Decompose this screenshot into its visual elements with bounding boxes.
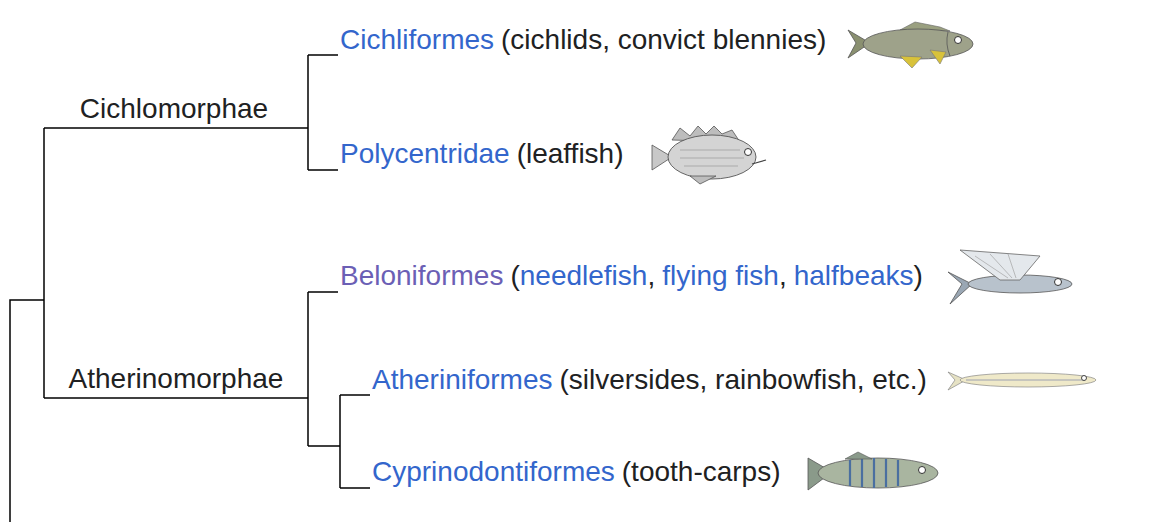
branch-junction [339,395,341,488]
tree-branches [10,55,370,522]
common-names: (tooth-carps) [622,456,781,488]
leaf-branch [308,291,338,293]
leaf-branch [308,169,338,171]
punctuation: ) [914,260,923,292]
fish-illustration [948,250,1072,304]
common-names: (cichlids, convict blennies) [501,24,826,56]
fish-scales [680,150,744,166]
clade-name: Atherinomorphae [67,363,286,395]
fish-body [960,373,1096,387]
leaf-label: Polycentridae(leaffish) [340,138,624,170]
fish-mouth [752,160,766,164]
fish-illustration [948,372,1096,390]
common-name-link: halfbeaks [794,260,914,292]
common-name-link: flying fish [662,260,779,292]
fish-eye [955,37,962,44]
taxon-name: Atheriniformes [372,364,553,396]
common-name-link: needlefish [520,260,648,292]
common-names: (leaffish) [517,138,624,170]
wing-rays [975,254,1016,278]
clade-branch [44,127,308,129]
clade-name: Cichlomorphae [78,93,270,125]
fish-eye [1055,279,1062,286]
root-branch [10,300,44,522]
branch-junction [307,55,309,170]
fish-fin [690,176,716,184]
fish-fin [900,56,922,68]
fish-body [863,29,973,59]
inner-branch [308,445,340,447]
leaf-label: Atheriniformes(silversides, rainbowfish,… [372,364,927,396]
fish-fin [930,50,946,64]
leaf-label: Beloniformes(needlefish,flying fish,half… [340,260,923,292]
punctuation: ( [510,260,519,292]
fish-gill [947,32,950,56]
taxon-name: Cichliformes [340,24,494,56]
leaf-branch [340,394,370,396]
fish-stripe [966,379,1085,381]
fish-tail [948,272,972,304]
fish-bars [850,458,898,488]
leaf-label: Cichliformes(cichlids, convict blennies) [340,24,826,56]
fish-illustration [848,22,973,68]
punctuation: , [647,260,655,292]
punctuation: , [779,260,787,292]
leaf-branch [308,54,338,56]
fish-illustration [652,126,766,184]
taxon-name: Polycentridae [340,138,510,170]
branch-junction [307,292,309,446]
fish-body [668,135,756,179]
clade-branch [44,397,308,399]
taxon-name: Beloniformes [340,260,503,292]
fish-eye [745,149,752,156]
branch-junction [43,128,45,398]
leaf-branch [340,487,370,489]
fish-eye [1082,376,1087,381]
leaf-label: Cyprinodontiformes(tooth-carps) [372,456,781,488]
common-names: (silversides, rainbowfish, etc.) [560,364,927,396]
fish-eye [919,467,926,474]
fish-fin [845,452,872,459]
fish-wing [960,250,1040,280]
fish-body [818,458,938,488]
fish-illustration [808,452,938,490]
taxon-name: Cyprinodontiformes [372,456,615,488]
